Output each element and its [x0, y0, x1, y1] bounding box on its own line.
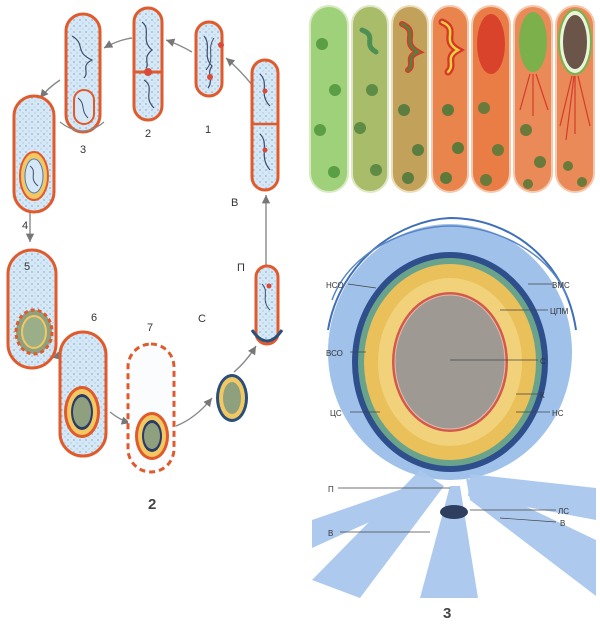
stage-4-cell: [12, 94, 56, 214]
stain-bar-5: [471, 5, 511, 193]
sporulation-cycle: 1 2 3 4 5 6 7 В П С 2: [6, 6, 284, 513]
stain-bar-2: [351, 5, 389, 193]
stage-6-cell: [58, 330, 108, 458]
label-v-left: В: [328, 529, 333, 538]
label-p-germination: П: [237, 262, 245, 274]
stain-bar-4: [431, 5, 469, 193]
stage-7-cell: [126, 342, 176, 474]
label-cs: ЦС: [330, 409, 342, 418]
label-v-right: В: [560, 519, 565, 528]
label-vso: ВСО: [326, 349, 343, 358]
stain-bar-7: [555, 5, 595, 193]
label-stage-7: 7: [147, 322, 153, 334]
spore-appendages: [312, 470, 596, 598]
label-stage-3: 3: [80, 144, 86, 156]
label-vms: ВМС: [552, 281, 570, 290]
figure-number-cycle: 2: [148, 496, 156, 513]
label-v-vegetative: В: [231, 197, 238, 209]
spore-cross-section: НСО ВМС ЦПМ ВСО С К ЦС НС П ЛС В В 3: [312, 216, 596, 622]
label-s-spore: С: [198, 313, 206, 325]
free-spore: [216, 374, 248, 422]
label-c: С: [540, 357, 546, 366]
label-nso: НСО: [326, 281, 344, 290]
label-ls: ЛС: [558, 507, 569, 516]
label-stage-1: 1: [205, 124, 211, 136]
germinating-spore: [250, 264, 284, 346]
figure-number-spore: 3: [443, 605, 451, 622]
label-ns: НС: [552, 409, 564, 418]
stage-5-cell: [6, 248, 58, 370]
stain-bar-1: [309, 5, 349, 193]
label-stage-6: 6: [91, 312, 97, 324]
sporulation-stain-strip: [309, 5, 595, 193]
label-stage-2: 2: [145, 128, 151, 140]
label-p: П: [328, 485, 334, 494]
spore-leader-lines: [338, 283, 557, 533]
stage-3-cell: [59, 12, 105, 134]
stain-bar-6: [513, 5, 553, 193]
young-vegetative-cell: [250, 58, 280, 192]
label-k: К: [540, 391, 545, 400]
stain-bar-3: [391, 5, 429, 193]
label-stage-5: 5: [24, 261, 30, 273]
stage-2-cell: [132, 6, 164, 122]
label-cpm: ЦПМ: [550, 307, 569, 316]
stage-1-cell: [194, 20, 224, 98]
label-stage-4: 4: [22, 220, 28, 232]
ls-body: [440, 505, 468, 519]
